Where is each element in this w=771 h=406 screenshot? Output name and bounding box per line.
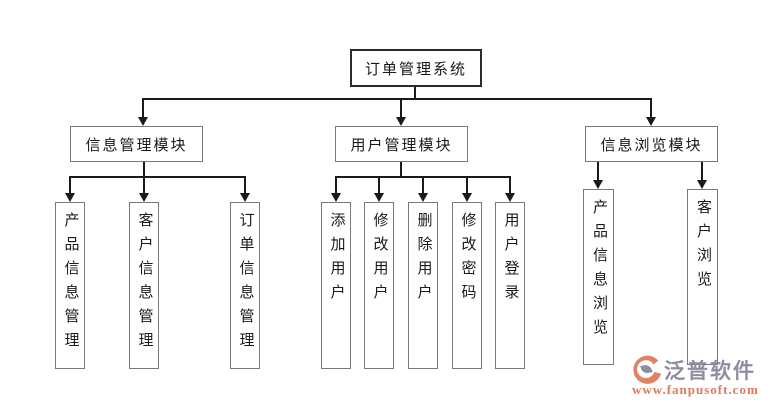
module-label: 信息管理模块 <box>85 137 188 154</box>
module-label: 信息浏览模块 <box>600 137 703 154</box>
connector-root-to-module1 <box>142 98 144 118</box>
arrow-down-icon <box>138 117 148 126</box>
leaf-label: 客户浏览 <box>695 199 711 295</box>
connector-module1-to-leaf1 <box>69 176 71 194</box>
node-root-order-management-system: 订单管理系统 <box>350 49 482 87</box>
connector-module2-to-leaf2 <box>378 176 380 194</box>
connector-module1-horizontal <box>69 176 246 178</box>
node-leaf-product-info-browsing: 产品信息浏览 <box>583 189 614 365</box>
arrow-down-icon <box>646 117 656 126</box>
arrow-down-icon <box>65 193 75 202</box>
arrow-down-icon <box>593 180 603 189</box>
connector-module3-to-leaf2 <box>701 162 703 181</box>
connector-module2-to-leaf1 <box>335 176 337 194</box>
node-root-label: 订单管理系统 <box>364 61 467 78</box>
node-leaf-delete-user: 删除用户 <box>408 202 438 369</box>
node-module-user-management: 用户管理模块 <box>335 126 468 162</box>
leaf-label: 用户登录 <box>502 212 519 308</box>
arrow-down-icon <box>697 180 707 189</box>
node-leaf-add-user: 添加用户 <box>321 202 351 369</box>
arrow-down-icon <box>396 117 406 126</box>
connector-module2-to-leaf4 <box>466 176 468 194</box>
node-leaf-customer-info-management: 客户信息管理 <box>129 202 159 369</box>
leaf-label: 订单信息管理 <box>237 212 254 356</box>
connector-module2-to-leaf5 <box>509 176 511 194</box>
arrow-down-icon <box>374 193 384 202</box>
watermark-url-text: www.fanpusoft.com <box>632 382 759 397</box>
arrow-down-icon <box>139 193 149 202</box>
connector-module2-stub <box>400 162 402 177</box>
module-label: 用户管理模块 <box>350 137 453 154</box>
node-leaf-change-password: 修改密码 <box>452 202 482 369</box>
connector-root-to-module2 <box>400 98 402 118</box>
arrow-down-icon <box>331 193 341 202</box>
node-leaf-customer-browsing: 客户浏览 <box>687 189 718 365</box>
node-leaf-user-login: 用户登录 <box>495 202 525 369</box>
connector-module1-stub <box>143 162 145 177</box>
connector-module2-to-leaf3 <box>422 176 424 194</box>
arrow-down-icon <box>505 193 515 202</box>
connector-root-stub <box>414 87 416 100</box>
leaf-label: 客户信息管理 <box>136 212 153 356</box>
arrow-down-icon <box>418 193 428 202</box>
watermark-brand-text: 泛普软件 <box>664 360 756 383</box>
leaf-label: 产品信息管理 <box>62 212 79 356</box>
leaf-label: 修改用户 <box>371 212 388 308</box>
node-leaf-order-info-management: 订单信息管理 <box>230 202 260 369</box>
arrow-down-icon <box>240 193 250 202</box>
connector-module1-to-leaf3 <box>244 176 246 194</box>
connector-root-horizontal <box>142 98 652 100</box>
arrow-down-icon <box>462 193 472 202</box>
leaf-label: 删除用户 <box>415 212 432 308</box>
node-module-info-browsing: 信息浏览模块 <box>585 126 718 162</box>
connector-root-to-module3 <box>650 98 652 118</box>
leaf-label: 添加用户 <box>328 212 345 308</box>
node-leaf-product-info-management: 产品信息管理 <box>55 202 85 369</box>
node-leaf-modify-user: 修改用户 <box>364 202 394 369</box>
leaf-label: 修改密码 <box>459 212 476 308</box>
connector-module1-to-leaf2 <box>143 176 145 194</box>
connector-module3-to-leaf1 <box>597 162 599 181</box>
fanpu-logo-icon <box>633 355 662 384</box>
node-module-info-management: 信息管理模块 <box>70 126 203 162</box>
leaf-label: 产品信息浏览 <box>591 199 607 343</box>
watermark: 泛普软件 www.fanpusoft.com <box>630 354 770 398</box>
